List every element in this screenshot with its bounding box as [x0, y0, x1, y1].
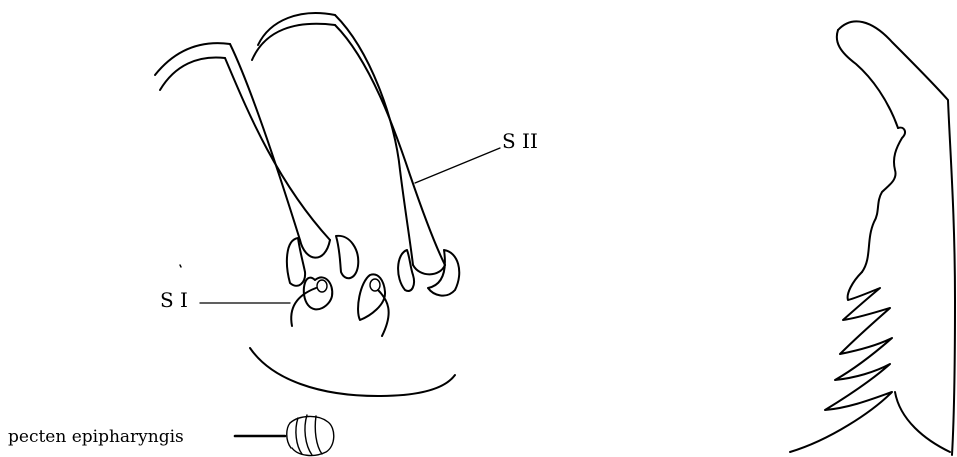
- socket-right: [398, 250, 459, 296]
- small-mark: [180, 265, 181, 267]
- label-s-two: S II: [502, 129, 538, 153]
- seta-i-left: [291, 277, 332, 326]
- label-pecten-epipharyngis: pecten epipharyngis: [8, 427, 184, 447]
- leader-s-two: [415, 148, 500, 183]
- mandible-drawing: [790, 21, 955, 455]
- labrum-outline-arc: [250, 348, 455, 396]
- pecten-epipharyngis-drawing: [287, 415, 334, 455]
- seta-i-right: [358, 274, 389, 336]
- seta-ii-right: [252, 13, 445, 274]
- seta-ii-left: [155, 43, 330, 257]
- label-s-one: S I: [160, 288, 188, 312]
